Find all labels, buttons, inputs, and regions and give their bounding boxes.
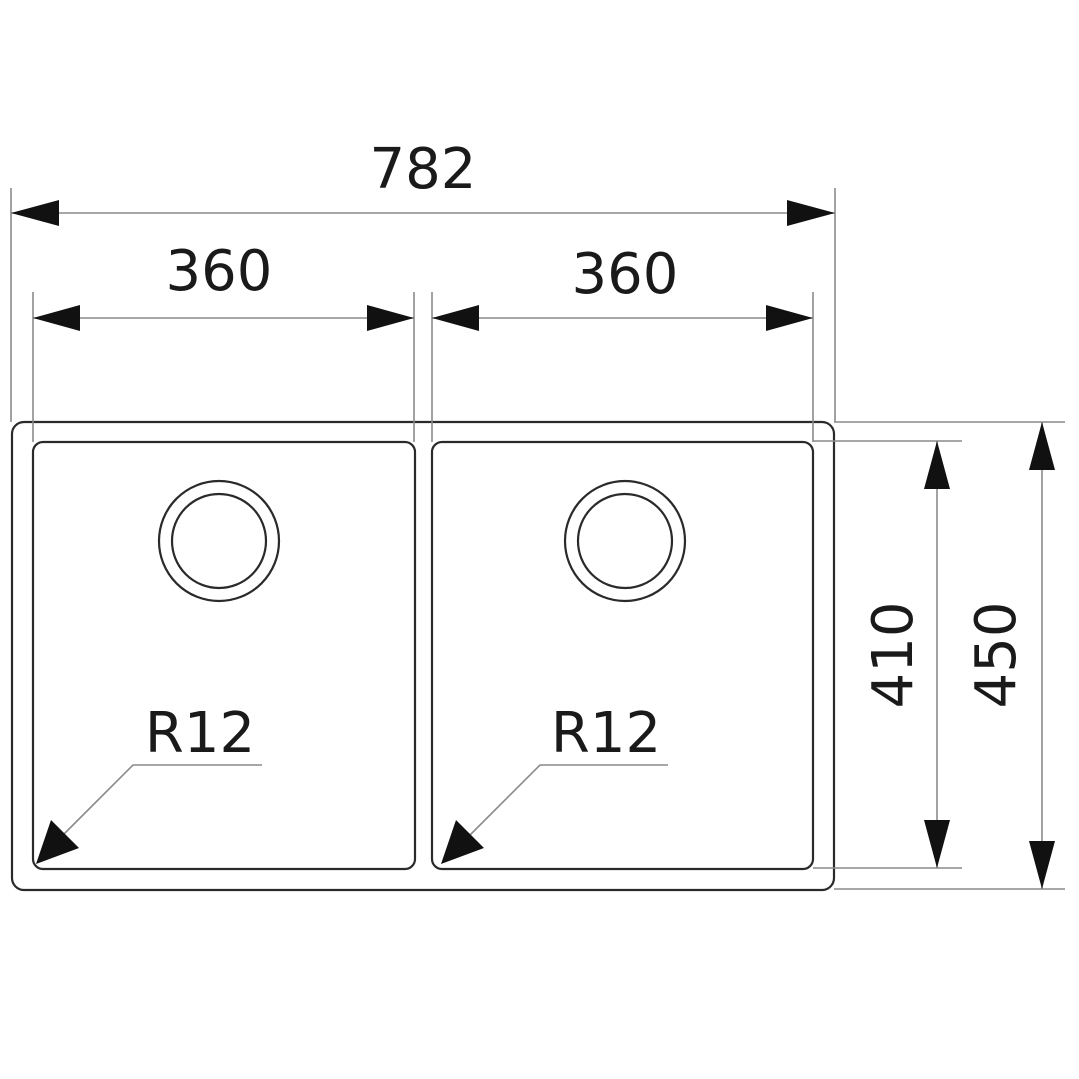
label-overall-width: 782 bbox=[370, 137, 477, 202]
arrowhead-radius-right bbox=[441, 820, 484, 864]
radius-callout-left: R12 bbox=[36, 701, 262, 864]
label-left-bowl-width: 360 bbox=[166, 239, 273, 304]
label-inner-depth: 410 bbox=[861, 602, 926, 709]
sink-outline bbox=[10, 420, 836, 892]
arrowhead-right-bowl-right bbox=[766, 305, 813, 331]
arrowhead-overall-left bbox=[11, 200, 59, 226]
arrowhead-radius-left bbox=[36, 820, 79, 864]
left-drain-inner-ring bbox=[170, 492, 268, 590]
dimension-inner-depth: 410 bbox=[861, 441, 950, 868]
label-radius-left: R12 bbox=[145, 701, 255, 766]
left-drain-outer-ring bbox=[157, 479, 281, 603]
right-drain bbox=[563, 479, 687, 603]
arrowhead-inner-top bbox=[924, 441, 950, 489]
dimension-overall-depth: 450 bbox=[964, 422, 1055, 889]
extension-lines bbox=[10, 188, 1065, 890]
left-bowl bbox=[31, 440, 417, 871]
leader-line-right bbox=[464, 764, 668, 841]
dimension-right-bowl-width: 360 bbox=[432, 242, 813, 331]
right-bowl bbox=[430, 440, 815, 871]
arrowhead-inner-bottom bbox=[924, 820, 950, 868]
arrowhead-overall-depth-top bbox=[1029, 422, 1055, 470]
dimension-left-bowl-width: 360 bbox=[33, 239, 414, 331]
label-right-bowl-width: 360 bbox=[572, 242, 679, 307]
arrowhead-left-bowl-right bbox=[367, 305, 414, 331]
right-drain-inner-ring bbox=[576, 492, 674, 590]
label-overall-depth: 450 bbox=[964, 602, 1029, 709]
arrowhead-right-bowl-left bbox=[432, 305, 479, 331]
label-radius-right: R12 bbox=[551, 701, 661, 766]
right-drain-outer-ring bbox=[563, 479, 687, 603]
arrowhead-overall-depth-bottom bbox=[1029, 841, 1055, 889]
left-drain bbox=[157, 479, 281, 603]
sink-outer-frame bbox=[10, 420, 836, 892]
arrowhead-left-bowl-left bbox=[33, 305, 80, 331]
leader-line-left bbox=[57, 764, 262, 841]
dimension-overall-width: 782 bbox=[11, 137, 835, 226]
radius-callout-right: R12 bbox=[441, 701, 668, 864]
arrowhead-overall-right bbox=[787, 200, 835, 226]
